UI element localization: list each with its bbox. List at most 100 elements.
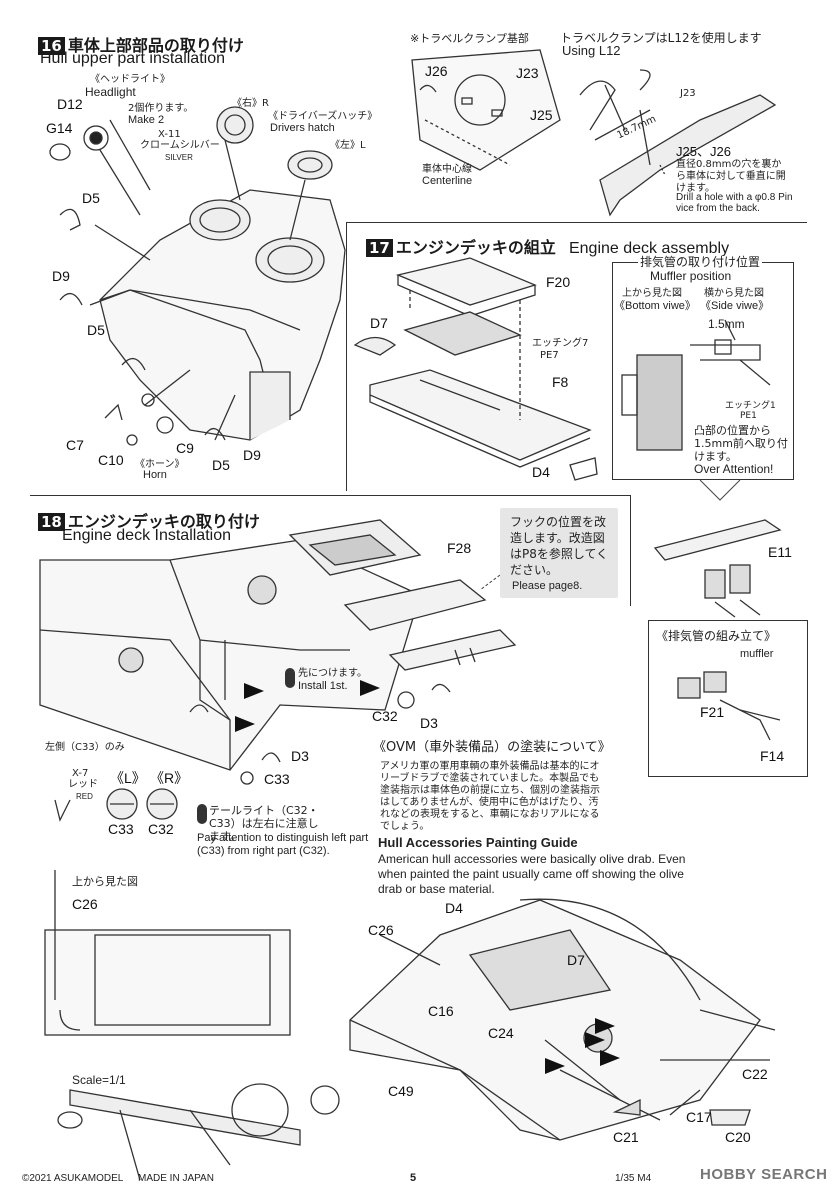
part-D5-b: D5 xyxy=(87,322,105,338)
part-C9: C9 xyxy=(176,440,194,456)
centerline-jp: 車体中心線 xyxy=(422,164,472,175)
tail-light-note-jp: テールライト（C32・C33）は左右に注意します。 xyxy=(209,804,319,843)
attention-jp: 凸部の位置から1.5mm前へ取り付けます。 xyxy=(694,424,788,463)
ovm-body-en: American hull accessories were basically… xyxy=(378,852,686,896)
step16-title-jp: 車体上部部品の取り付け xyxy=(67,36,244,55)
footer-copyright: ©2021 ASUKAMODEL xyxy=(22,1173,124,1184)
clamp-note-jp: ※トラベルクランプ基部 xyxy=(410,32,529,45)
part-C24: C24 xyxy=(488,1025,514,1041)
part-C49: C49 xyxy=(388,1083,414,1099)
step18-number: 18 xyxy=(38,513,65,531)
part-D9-a: D9 xyxy=(52,268,70,284)
part-C26-lower: C26 xyxy=(368,922,394,938)
hook-note-jp: フックの位置を改造します。改造図はP8を参照してください。 xyxy=(510,515,609,577)
part-D5-c: D5 xyxy=(212,457,230,473)
part-C21: C21 xyxy=(613,1129,639,1145)
step16-number: 16 xyxy=(38,37,65,55)
step17-title-en: Engine deck assembly xyxy=(568,240,730,257)
j25-j26-label: J25、J26 xyxy=(676,144,731,159)
part-D7-lower: D7 xyxy=(567,952,585,968)
muffler-position-jp: 排気管の取り付け位置 xyxy=(638,255,763,269)
attention-en: Over Attention! xyxy=(694,462,774,476)
part-C7: C7 xyxy=(66,437,84,453)
step16-title-en: Hull upper part installation xyxy=(40,50,225,67)
ovm-body-jp: アメリカ軍の軍用車輌の車外装備品は基本的にオリーブドラブで塗装されていました。本… xyxy=(380,761,600,832)
right-label: 《右》R xyxy=(232,98,269,109)
make2-jp: 2個作ります。 xyxy=(128,103,194,114)
part-J23-b: J23 xyxy=(680,88,696,99)
part-D3-b: D3 xyxy=(291,748,309,764)
left-label: 《左》L xyxy=(330,140,366,151)
tail-light-note-en: Pay attention to distinguish left part (… xyxy=(197,832,369,857)
part-C26-top: C26 xyxy=(72,896,98,912)
horn-en: Horn xyxy=(143,469,167,481)
footer-made-in: MADE IN JAPAN xyxy=(138,1173,214,1184)
install-first-jp: 先につけます。 xyxy=(298,668,367,679)
step18-title-en: Engine deck Installation xyxy=(62,527,231,544)
install-first-en: Install 1st. xyxy=(298,680,348,692)
muffler-assembly-box xyxy=(648,620,808,777)
step18-frame xyxy=(30,495,631,606)
muffler-position-en: Muffler position xyxy=(650,269,732,283)
paint-x11-jp: クロームシルバー xyxy=(140,140,220,151)
drivers-hatch-en: Drivers hatch xyxy=(270,122,335,134)
left-only-jp: 左側（C33）のみ xyxy=(45,742,125,753)
muffler-assembly-jp: 《排気管の組み立て》 xyxy=(656,629,777,643)
paint-x7-en: RED xyxy=(76,792,93,801)
drivers-hatch-jp: 《ドライバーズハッチ》 xyxy=(268,111,378,122)
part-C16: C16 xyxy=(428,1003,454,1019)
part-D5-a: D5 xyxy=(82,190,100,206)
step17-title-jp: エンジンデッキの組立 xyxy=(395,238,556,257)
tail-light-warning-icon xyxy=(197,804,207,824)
centerline-en: Centerline xyxy=(422,175,473,187)
etch1-jp: エッチング1 xyxy=(725,401,776,411)
install-first-icon xyxy=(285,668,295,688)
part-C20: C20 xyxy=(725,1129,751,1145)
scale-label: Scale=1/1 xyxy=(72,1073,126,1087)
hook-note-en: Please page8. xyxy=(512,580,583,592)
step18-title-jp: エンジンデッキの取り付け xyxy=(67,512,260,531)
tail-light-c33: C33 xyxy=(108,821,134,837)
part-D4-17: D4 xyxy=(532,464,550,480)
part-J25: J25 xyxy=(530,107,553,123)
part-D7-17: D7 xyxy=(370,315,388,331)
ovm-title-en: Hull Accessories Painting Guide xyxy=(378,835,578,850)
footer-page-number: 5 xyxy=(410,1172,417,1184)
muffler-assembly-en: muffler xyxy=(740,648,774,660)
top-view-label: 上から見た図 xyxy=(72,875,138,888)
make2-en: Make 2 xyxy=(128,114,165,126)
footer-product: 1/35 M4 xyxy=(615,1173,652,1184)
side-view-en: 《Side viwe》 xyxy=(700,300,770,312)
clamp-use-en: Using L12 xyxy=(562,43,621,58)
part-F21: F21 xyxy=(700,704,725,720)
left-mark: 《L》 xyxy=(110,770,146,786)
etch7-code: PE7 xyxy=(540,350,559,361)
ovm-title-jp: 《OVM（車外装備品）の塗装について》 xyxy=(373,740,611,755)
drill-note-jp: 直径0.8mmの穴を裏から車体に対して垂直に開けます。 xyxy=(676,159,786,194)
bottom-view-en: 《Bottom viwe》 xyxy=(614,300,696,312)
headlight-label-jp: 《ヘッドライト》 xyxy=(90,74,170,85)
part-E11: E11 xyxy=(768,544,792,560)
tail-light-c32: C32 xyxy=(148,821,174,837)
paint-x11-code: X-11 xyxy=(158,129,181,140)
clamp-use-jp: トラベルクランプはL12を使用します xyxy=(560,31,762,45)
etch7-jp: エッチング7 xyxy=(532,338,589,349)
part-D9-b: D9 xyxy=(243,447,261,463)
muffler-dim: 1.5mm xyxy=(708,317,745,331)
part-D12: D12 xyxy=(57,96,83,112)
part-C32-a: C32 xyxy=(372,708,398,724)
paint-x7-jp: レッド xyxy=(68,779,98,790)
hobby-search-watermark: HOBBY SEARCH xyxy=(700,1166,828,1183)
drill-note-en: Drill a hole with a φ0.8 Pin vice from t… xyxy=(676,192,793,214)
headlight-label-en: Headlight xyxy=(85,85,136,99)
part-G14: G14 xyxy=(46,120,73,136)
part-D4-lower: D4 xyxy=(445,900,463,916)
part-F8: F8 xyxy=(552,374,569,390)
part-J26: J26 xyxy=(425,63,448,79)
right-mark: 《R》 xyxy=(150,770,189,786)
part-F28: F28 xyxy=(447,540,472,556)
